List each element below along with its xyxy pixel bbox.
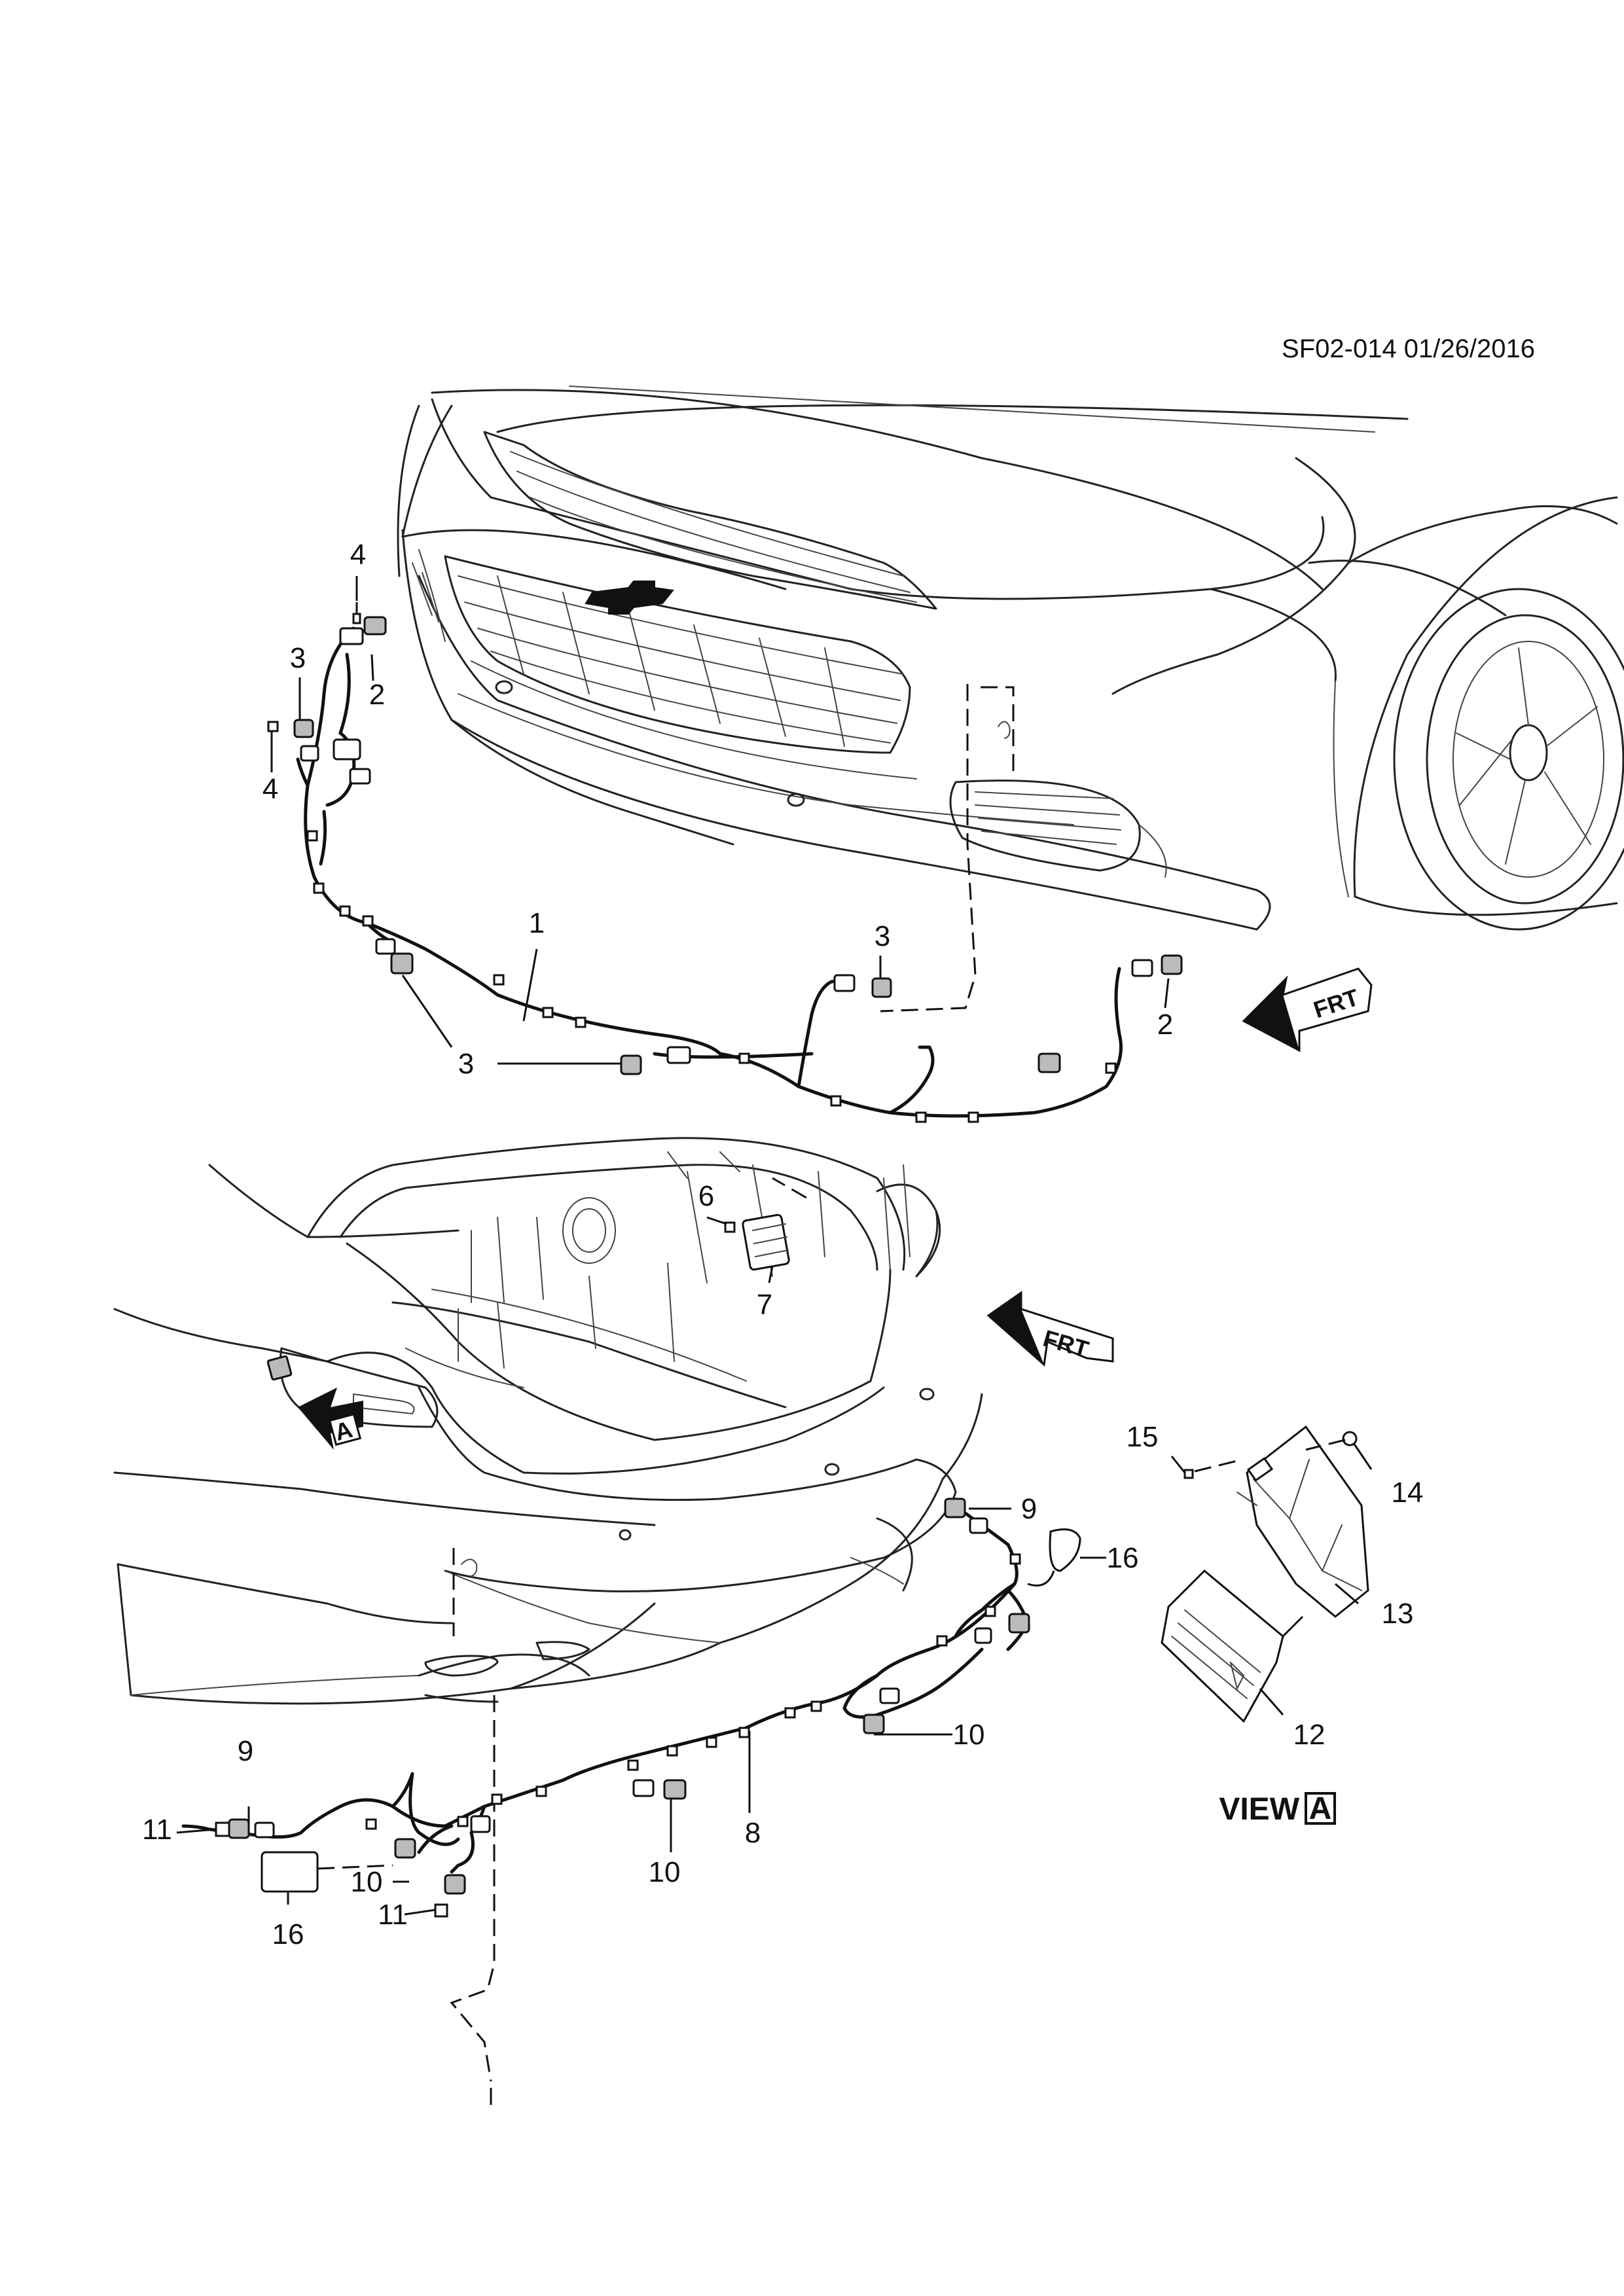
front-direction-arrow: FRT [1242, 967, 1373, 1052]
callout-10: 10 [351, 1866, 383, 1898]
front-bumper-wiring-harness [296, 626, 1123, 1118]
trunk-mounted-module [724, 1213, 790, 1271]
view-a-fasteners [1183, 1431, 1358, 1479]
rear-clip-hook [461, 1558, 478, 1577]
rear-harness-clips [365, 1553, 1021, 1830]
front-clip-hook [998, 721, 1011, 739]
parking-assist-control-module [1161, 1569, 1304, 1723]
callout-3: 3 [458, 1048, 474, 1080]
view-a-letter: A [1309, 1791, 1332, 1826]
front-park-assist-sensors [293, 616, 1183, 1075]
callout-2: 2 [1157, 1009, 1173, 1041]
callout-8: 8 [745, 1817, 761, 1849]
rear-sensor-retainer-16-lower [261, 1851, 393, 1893]
callout-2: 2 [369, 679, 385, 711]
diagram-code-date: SF02-014 01/26/2016 [1282, 334, 1535, 363]
front-brand-emblem [585, 581, 674, 615]
callout-16: 16 [272, 1918, 304, 1950]
rear-direction-arrow: FRT [986, 1291, 1114, 1367]
front-callouts: 4 2 3 4 1 3 3 2 [262, 539, 1173, 1080]
front-upper-grille [483, 431, 937, 610]
callout-4: 4 [262, 773, 278, 805]
view-a-caption: VIEW A [1219, 1791, 1336, 1827]
rear-vehicle-body [113, 1164, 983, 1705]
callout-9: 9 [1021, 1493, 1037, 1525]
callout-3: 3 [290, 642, 306, 674]
rear-exhaust-trim [424, 1641, 590, 1677]
view-a-callouts: 15 14 13 12 [1127, 1421, 1424, 1751]
callout-6: 6 [698, 1180, 714, 1212]
front-mount-fasteners [267, 602, 361, 772]
callout-10: 10 [953, 1719, 985, 1751]
rear-sensor-retainer-16-upper [1027, 1528, 1081, 1587]
view-a-leaders [1170, 1443, 1373, 1715]
taillamp [279, 1347, 439, 1428]
callout-1: 1 [529, 907, 545, 939]
callout-10: 10 [649, 1856, 681, 1888]
callout-7: 7 [757, 1289, 772, 1321]
callout-9: 9 [238, 1735, 253, 1767]
rear-park-assist-sensors [215, 1498, 1030, 1918]
callout-3: 3 [875, 920, 890, 952]
callout-13: 13 [1382, 1598, 1414, 1630]
trunk-interior [346, 1151, 892, 1475]
callout-15: 15 [1127, 1421, 1159, 1453]
callout-11: 11 [142, 1814, 172, 1846]
front-wheel [1393, 588, 1624, 931]
trunk-lid-opening [306, 1137, 941, 1278]
rear-callouts: 6 7 9 16 10 8 10 9 11 10 16 11 [142, 1180, 1138, 1950]
front-harness-clips [306, 830, 1117, 1123]
callout-4: 4 [350, 539, 366, 571]
callout-16: 16 [1107, 1542, 1139, 1574]
callout-12: 12 [1293, 1719, 1326, 1751]
front-detail-dashed-outline [880, 684, 1015, 1013]
module-mounting-bracket [1236, 1425, 1369, 1618]
rear-bumper-wiring-harness [181, 1507, 1030, 1874]
view-a-word: VIEW [1219, 1792, 1299, 1827]
front-callout-leaders [298, 576, 1170, 1065]
callout-11: 11 [378, 1899, 408, 1931]
front-bumper-fascia [401, 529, 1271, 931]
callout-14: 14 [1392, 1477, 1424, 1509]
front-vehicle-body [397, 386, 1618, 916]
rear-detail-dashed-outline [450, 1548, 496, 2108]
view-a-marker: A [266, 1355, 363, 1450]
front-lower-grille [444, 555, 911, 754]
rear-bumper-fascia [418, 1386, 957, 1643]
rear-callout-leaders [176, 1216, 1106, 1916]
